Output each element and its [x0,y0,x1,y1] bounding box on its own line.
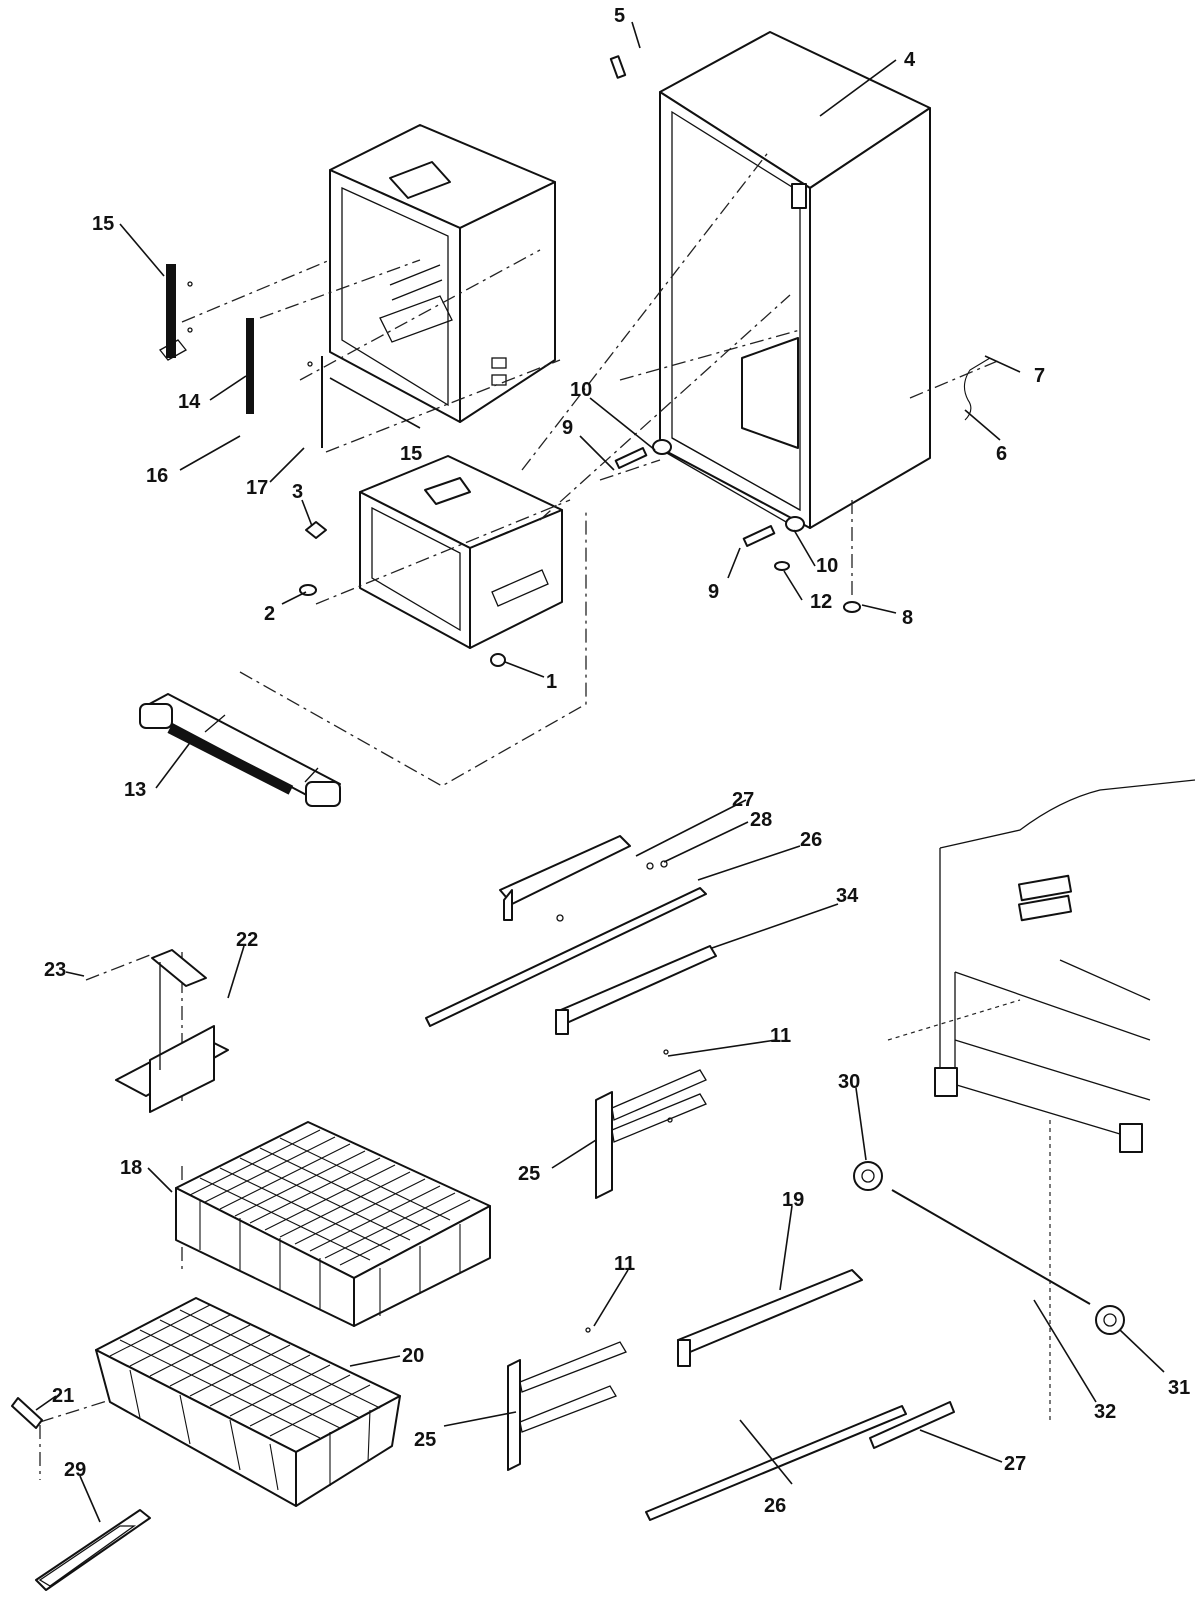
cabinet-shell [652,31,931,532]
callout-12: 12 [810,591,832,613]
refrigerator-cutaway [887,779,1196,1420]
callout-9: 9 [708,581,719,603]
callout-10: 10 [570,379,592,401]
basket-handle-and-cover [11,1397,151,1591]
drawer-support-bar [139,693,341,807]
callout-1: 1 [546,671,557,693]
callout-5: 5 [614,5,625,27]
callout-26: 26 [800,829,822,851]
callout-29: 29 [64,1459,86,1481]
callout-15: 15 [92,213,114,235]
drawer-slide-set-upper [425,835,717,1035]
leader-lines [35,21,1165,1523]
basket-divider [115,949,229,1113]
callout-11: 11 [770,1025,791,1047]
callout-11: 11 [614,1253,635,1275]
drawer-gear-rod [853,1161,1125,1335]
callout-10: 10 [816,555,838,577]
callout-2: 2 [264,603,275,625]
wire-basket-lower [95,1297,401,1507]
callout-21: 21 [52,1385,74,1407]
drawer-slide-set-lower [507,1269,955,1521]
callout-34: 34 [836,885,859,907]
callout-28: 28 [750,809,772,831]
callout-30: 30 [838,1071,860,1093]
callout-labels: 5 4 15 14 15 16 17 3 2 1 7 6 10 9 10 9 1… [44,5,1190,1517]
callout-7: 7 [1034,365,1045,387]
callout-31: 31 [1168,1377,1190,1399]
callout-27: 27 [1004,1453,1026,1475]
callout-26: 26 [764,1495,786,1517]
callout-19: 19 [782,1189,804,1211]
lower-liner [359,455,563,649]
callout-3: 3 [292,481,303,503]
side-strips [159,264,323,448]
assembly-lines [39,149,1001,1480]
callout-13: 13 [124,779,146,801]
callout-27: 27 [732,789,754,811]
callout-20: 20 [402,1345,424,1367]
callout-14: 14 [178,391,201,413]
callout-25: 25 [414,1429,436,1451]
callout-4: 4 [904,49,916,71]
callout-15: 15 [400,443,422,465]
callout-23: 23 [44,959,66,981]
callout-32: 32 [1094,1401,1116,1423]
callout-18: 18 [120,1157,142,1179]
callout-17: 17 [246,477,268,499]
bracket-upper [595,1049,707,1199]
callout-25: 25 [518,1163,540,1185]
callout-16: 16 [146,465,168,487]
freezer-liner [329,124,556,423]
callout-6: 6 [996,443,1007,465]
callout-8: 8 [902,607,913,629]
wire-basket-upper [175,1121,491,1327]
callout-9: 9 [562,417,573,439]
callout-22: 22 [236,929,258,951]
